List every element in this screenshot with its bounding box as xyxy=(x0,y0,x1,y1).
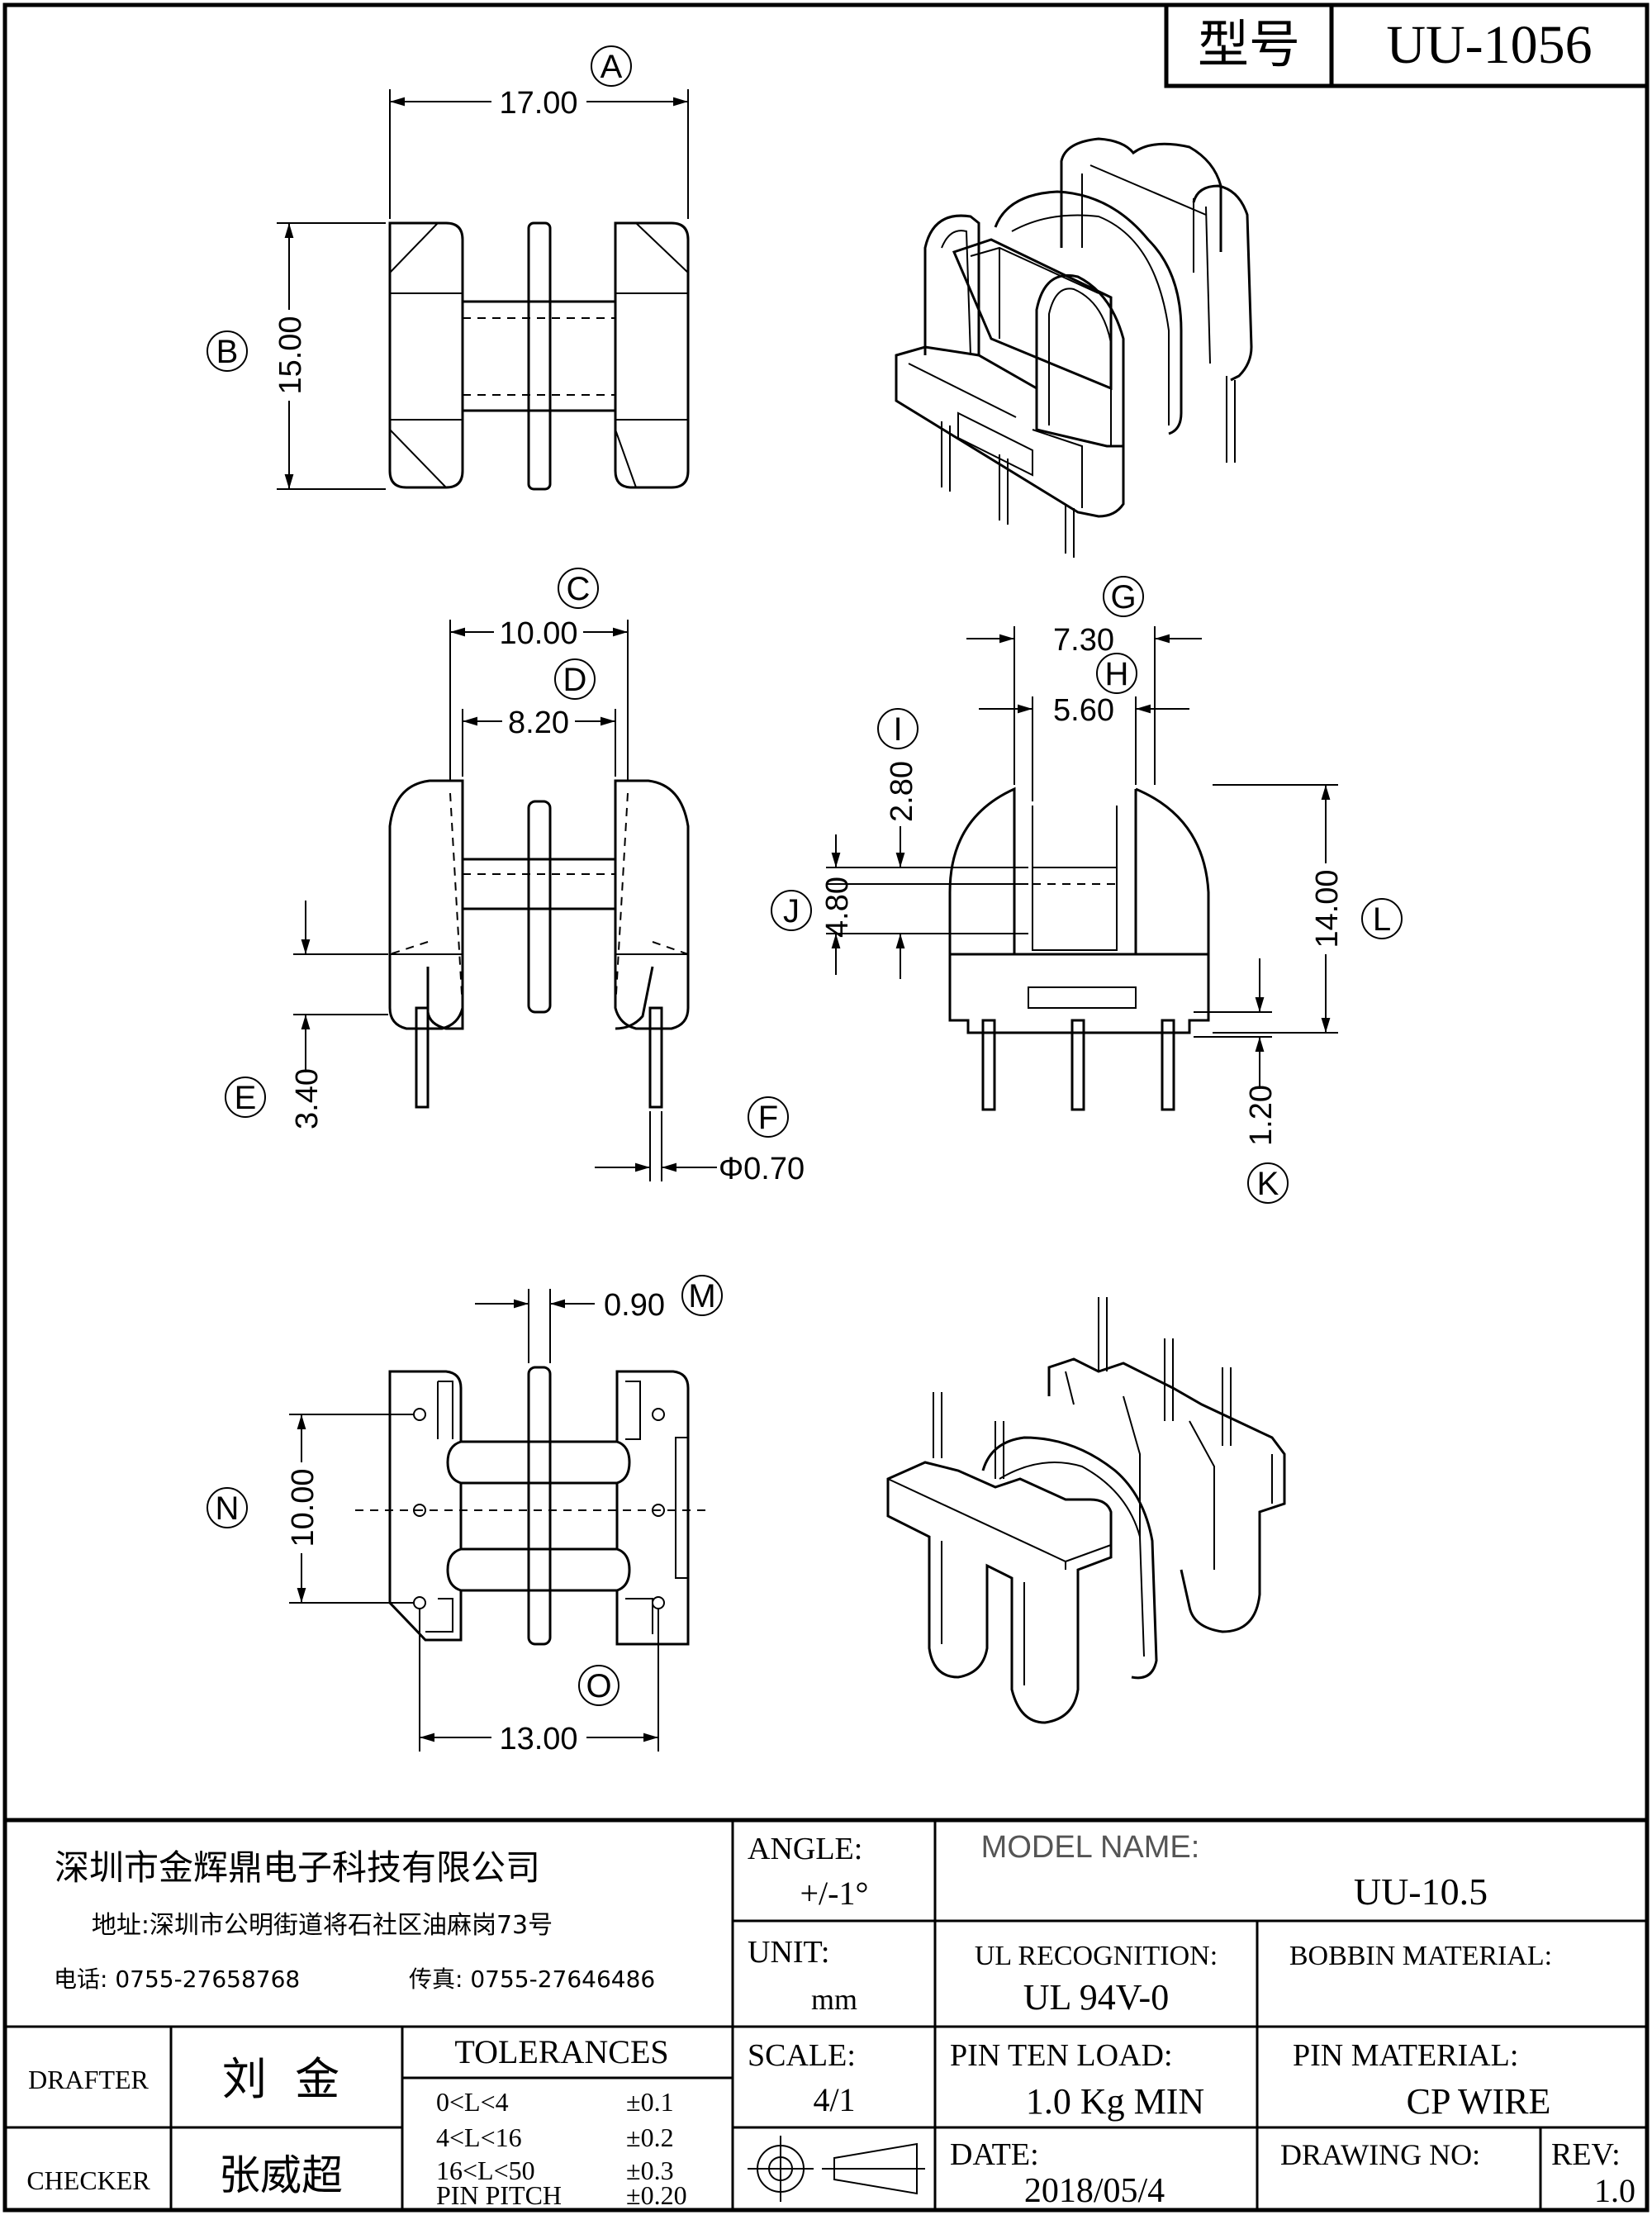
rev-value: 1.0 xyxy=(1594,2172,1635,2209)
pin-load-label: PIN TEN LOAD: xyxy=(950,2038,1173,2073)
scale-value: 4/1 xyxy=(813,2081,855,2118)
rev-label: REV: xyxy=(1551,2137,1621,2172)
dim-label-I: I xyxy=(893,711,902,748)
angle-label: ANGLE: xyxy=(748,1832,862,1866)
dim-value-M: 0.90 xyxy=(604,1288,665,1323)
dim-label-D: D xyxy=(563,662,587,698)
drawing-no-label: DRAWING NO: xyxy=(1280,2138,1480,2171)
dim-label-O: O xyxy=(586,1668,611,1704)
dim-value-D: 8.20 xyxy=(508,706,569,740)
dim-label-C: C xyxy=(567,571,591,607)
dim-value-A: 17.00 xyxy=(499,86,577,121)
title-block: 深圳市金辉鼎电子科技有限公司 地址:深圳市公明街道将石社区油麻岗73号 电话: … xyxy=(5,1818,1647,2210)
dim-label-A: A xyxy=(601,49,623,85)
projection-symbol-icon xyxy=(748,2136,925,2202)
dim-label-L: L xyxy=(1373,901,1391,938)
tolerance-value-1: ±0.1 xyxy=(626,2087,674,2117)
unit-value: mm xyxy=(811,1983,857,2016)
scale-label: SCALE: xyxy=(748,2038,856,2073)
dim-value-I: 2.80 xyxy=(885,761,919,822)
tolerance-value-3: ±0.3 xyxy=(626,2156,674,2185)
dim-value-L: 14.00 xyxy=(1310,869,1345,948)
dim-value-H: 5.60 xyxy=(1053,693,1114,728)
side-view: 7.30 G 5.60 H 2.80 I 4.80 J 14.00 L xyxy=(771,576,1403,1204)
bottom-view: 0.90 M 10.00 N 13.00 O xyxy=(206,1275,723,1756)
dim-label-B: B xyxy=(216,334,239,370)
tolerance-range-3: 16<L<50 xyxy=(436,2156,535,2185)
dim-label-F: F xyxy=(758,1100,778,1136)
pin-material-value: CP WIRE xyxy=(1407,2081,1551,2122)
dim-label-H: H xyxy=(1105,656,1129,692)
model-value: UU-1056 xyxy=(1386,15,1592,75)
iso-view-bottom xyxy=(886,1297,1286,1724)
dim-value-B: 15.00 xyxy=(273,316,308,394)
company-fax: 传真: 0755-27646486 xyxy=(409,1965,655,1993)
company-name: 深圳市金辉鼎电子科技有限公司 xyxy=(55,1847,540,1888)
model-label: 型号 xyxy=(1198,14,1300,74)
checker-value: 张威超 xyxy=(219,2151,343,2199)
pin-load-value: 1.0 Kg MIN xyxy=(1026,2081,1204,2122)
dim-label-E: E xyxy=(235,1080,257,1116)
tolerance-value-4: ±0.20 xyxy=(626,2180,687,2210)
unit-label: UNIT: xyxy=(748,1935,829,1970)
company-phone: 电话: 0755-27658768 xyxy=(54,1965,300,1993)
dim-label-N: N xyxy=(216,1490,240,1527)
tolerance-range-1: 0<L<4 xyxy=(436,2087,509,2117)
ul-label: UL RECOGNITION: xyxy=(975,1941,1218,1971)
date-value: 2018/05/4 xyxy=(1024,2172,1165,2210)
tolerance-range-4: PIN PITCH xyxy=(436,2180,562,2210)
dim-value-N: 10.00 xyxy=(286,1468,320,1547)
dim-value-F: Φ0.70 xyxy=(719,1152,805,1186)
dim-label-J: J xyxy=(783,893,800,929)
tolerance-range-2: 4<L<16 xyxy=(436,2122,522,2152)
iso-view-top xyxy=(895,137,1253,558)
dim-value-K: 1.20 xyxy=(1244,1085,1279,1146)
checker-label: CHECKER xyxy=(26,2165,150,2195)
angle-value: +/-1° xyxy=(800,1875,869,1912)
date-label: DATE: xyxy=(950,2137,1039,2172)
drafter-value: 刘 金 xyxy=(222,2053,339,2105)
tolerance-value-2: ±0.2 xyxy=(626,2122,674,2152)
top-view: 17.00 A 15.00 B xyxy=(206,45,690,491)
tolerances-label: TOLERANCES xyxy=(454,2033,668,2070)
model-name-value: UU-10.5 xyxy=(1354,1870,1488,1913)
dim-label-K: K xyxy=(1257,1166,1279,1202)
dim-value-E: 3.40 xyxy=(290,1068,325,1129)
company-address: 地址:深圳市公明街道将石社区油麻岗73号 xyxy=(92,1911,553,1940)
dim-label-M: M xyxy=(688,1278,715,1314)
front-view: 10.00 C 8.20 D 3.40 E Φ0.70 F xyxy=(225,568,805,1186)
dim-value-G: 7.30 xyxy=(1053,623,1114,658)
dim-value-C: 10.00 xyxy=(499,616,577,651)
model-name-label: MODEL NAME: xyxy=(981,1830,1200,1865)
pin-material-label: PIN MATERIAL: xyxy=(1293,2038,1518,2073)
dim-label-G: G xyxy=(1110,579,1136,616)
dim-value-J: 4.80 xyxy=(820,877,855,938)
ul-value: UL 94V-0 xyxy=(1023,1977,1169,2018)
bobbin-label: BOBBIN MATERIAL: xyxy=(1289,1941,1552,1971)
model-header: 型号 UU-1056 xyxy=(1164,2,1650,88)
drafter-label: DRAFTER xyxy=(28,2065,149,2094)
dim-value-O: 13.00 xyxy=(499,1722,577,1756)
